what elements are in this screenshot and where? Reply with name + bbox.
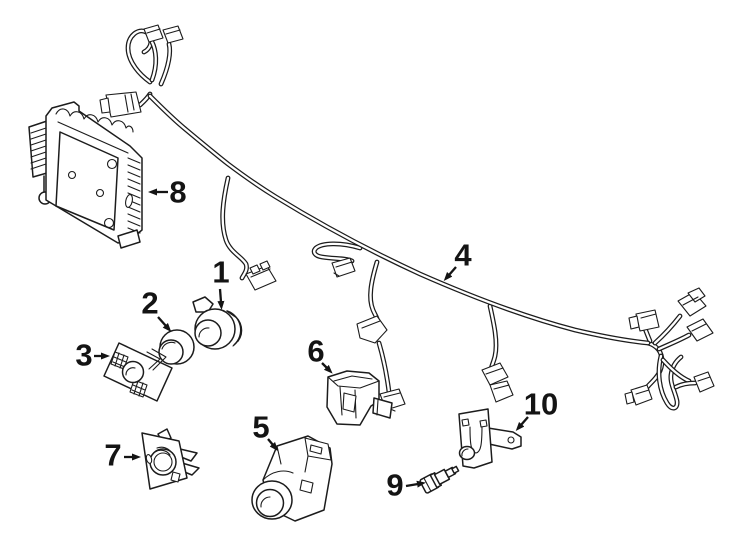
- callout-3-label: 3: [75, 338, 92, 373]
- callout-8[interactable]: 8: [148, 175, 187, 210]
- callout-9-arrow: [405, 480, 426, 488]
- harness-clip-c: [356, 315, 388, 344]
- callout-3[interactable]: 3: [75, 338, 110, 373]
- harness-connector-r1: [628, 309, 660, 332]
- callout-1[interactable]: 1: [212, 255, 230, 310]
- callout-9-label: 9: [386, 468, 403, 503]
- harness-connector-top-left: [99, 91, 142, 118]
- callout-2-label: 2: [141, 286, 158, 321]
- harness-clip-d: [481, 362, 514, 403]
- callouts: 1 2 3 4 5 6 7 8: [75, 175, 558, 503]
- callout-6[interactable]: 6: [307, 334, 333, 374]
- callout-4[interactable]: 4: [443, 238, 472, 282]
- harness-connector-r4: [624, 384, 653, 406]
- harness-connector-a: [245, 260, 277, 291]
- callout-9[interactable]: 9: [386, 468, 426, 503]
- callout-10[interactable]: 10: [515, 387, 558, 432]
- part-10-sensor-bracket[interactable]: [458, 408, 522, 469]
- part-7-sensor-mount-plate[interactable]: [141, 428, 200, 490]
- callout-1-arrow: [217, 288, 225, 310]
- harness-clip-b: [331, 257, 356, 278]
- callout-5-arrow: [267, 438, 279, 452]
- callout-6-arrow: [321, 362, 333, 374]
- callout-7[interactable]: 7: [104, 438, 141, 473]
- part-5-camera[interactable]: [251, 435, 333, 522]
- part-1-parking-sensor[interactable]: [192, 296, 243, 350]
- harness-connector-top-b: [162, 25, 184, 44]
- callout-10-label: 10: [524, 387, 558, 422]
- callout-4-arrow: [443, 266, 457, 282]
- harness-connector-r5: [693, 371, 715, 393]
- part-3-sensor-bracket[interactable]: [103, 342, 173, 402]
- part-4-wiring-harness[interactable]: [99, 24, 715, 412]
- harness-connector-r3: [686, 318, 714, 342]
- callout-5[interactable]: 5: [252, 410, 279, 452]
- callout-1-label: 1: [212, 255, 229, 290]
- callout-2[interactable]: 2: [141, 286, 172, 332]
- callout-8-label: 8: [169, 175, 186, 210]
- callout-7-label: 7: [104, 438, 121, 473]
- callout-4-label: 4: [454, 238, 472, 273]
- part-9-temp-sensor[interactable]: [419, 462, 460, 494]
- callout-6-label: 6: [307, 334, 324, 369]
- harness-connector-r2: [677, 287, 707, 317]
- part-8-control-module[interactable]: [28, 101, 143, 249]
- callout-5-label: 5: [252, 410, 269, 445]
- callout-10-arrow: [515, 416, 529, 432]
- callout-2-arrow: [157, 316, 172, 332]
- part-6-camera-bracket[interactable]: [326, 370, 393, 426]
- harness-connector-top-a: [143, 24, 164, 43]
